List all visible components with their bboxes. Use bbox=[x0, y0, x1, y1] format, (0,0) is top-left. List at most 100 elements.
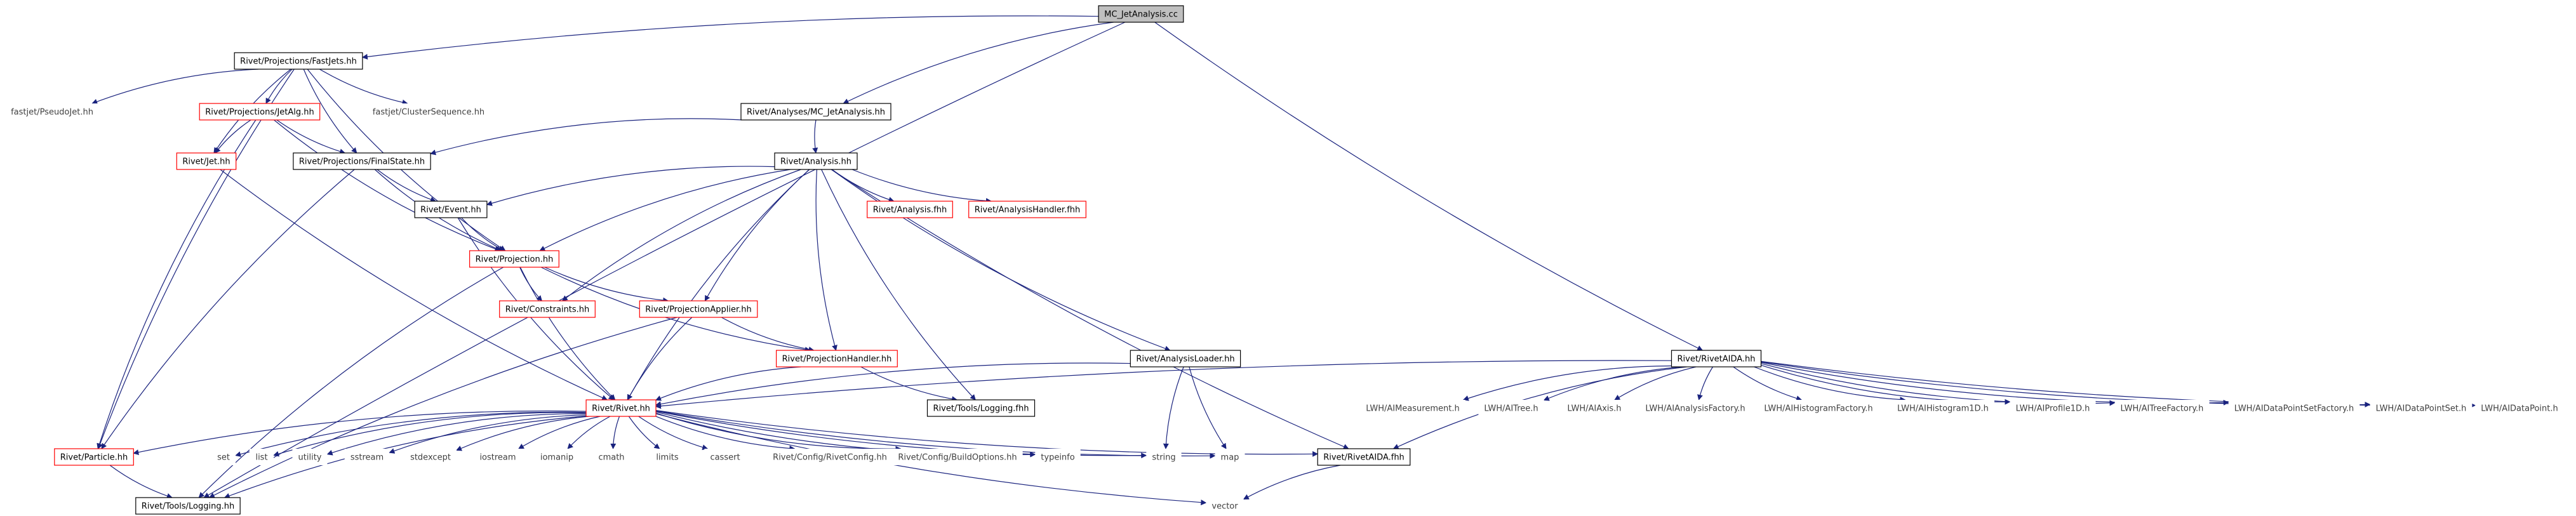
node-rivetaida_fhh[interactable]: Rivet/RivetAIDA.fhh bbox=[1317, 448, 1411, 466]
node-box bbox=[5, 103, 99, 120]
node-label: Rivet/Projection.hh bbox=[476, 255, 554, 265]
node-box bbox=[1561, 400, 1627, 416]
node-rivetjet[interactable]: Rivet/Jet.hh bbox=[176, 152, 237, 170]
node-projapplier[interactable]: Rivet/ProjectionApplier.hh bbox=[639, 300, 758, 318]
node-event[interactable]: Rivet/Event.hh bbox=[414, 201, 488, 218]
edge-particle-to-logging_hh bbox=[109, 465, 173, 499]
node-loader[interactable]: Rivet/AnalysisLoader.hh bbox=[1130, 350, 1241, 367]
node-finalstate[interactable]: Rivet/Projections/FinalState.hh bbox=[293, 152, 431, 170]
edge-analysis-to-rivet_hh bbox=[627, 169, 810, 400]
node-box bbox=[1035, 449, 1081, 465]
node-label: Rivet/RivetAIDA.hh bbox=[1677, 355, 1755, 364]
node-label: LWH/AIAnalysisFactory.h bbox=[1645, 404, 1745, 414]
node-projection[interactable]: Rivet/Projection.hh bbox=[469, 250, 559, 268]
edge-projhandler-to-rivet_hh bbox=[655, 366, 801, 401]
node-box bbox=[1360, 400, 1465, 416]
node-label: Rivet/Tools/Logging.fhh bbox=[933, 404, 1029, 414]
edge-finalstate-to-particle bbox=[101, 169, 355, 449]
node-particle[interactable]: Rivet/Particle.hh bbox=[54, 448, 134, 466]
node-handler_fhh[interactable]: Rivet/AnalysisHandler.fhh bbox=[968, 201, 1086, 218]
node-fastjets[interactable]: Rivet/Projections/FastJets.hh bbox=[234, 52, 363, 70]
node-box bbox=[250, 449, 274, 465]
nodes-layer: MC_JetAnalysis.ccRivet/Projections/FastJ… bbox=[5, 5, 2564, 515]
edge-rivet_hh-to-particle bbox=[133, 410, 587, 455]
node-label: Rivet/Constraints.hh bbox=[505, 305, 590, 315]
node-label: Rivet/Projections/FastJets.hh bbox=[240, 57, 357, 67]
node-label: iomanip bbox=[540, 453, 573, 463]
node-lwh_dps: LWH/AIDataPointSet.h bbox=[2370, 400, 2473, 416]
edge-projection-to-rivet_hh bbox=[519, 267, 616, 400]
node-jetalg[interactable]: Rivet/Projections/JetAlg.hh bbox=[199, 103, 321, 121]
edge-projection-to-projapplier bbox=[544, 267, 669, 303]
node-iomanip: iomanip bbox=[534, 449, 580, 465]
edge-rivetaida_hh-to-rivet_hh bbox=[655, 360, 1672, 409]
node-label: stdexcept bbox=[410, 453, 451, 463]
node-box bbox=[892, 449, 1023, 465]
node-label: LWH/AIDataPointSet.h bbox=[2376, 404, 2467, 414]
node-box bbox=[176, 152, 237, 170]
edge-loader-to-string bbox=[1163, 366, 1184, 449]
node-lwh_histfac: LWH/AIHistogramFactory.h bbox=[1758, 400, 1879, 416]
edge-rivetaida_hh-to-rivetaida_fhh bbox=[1392, 366, 1687, 449]
node-label: LWH/AIDataPoint.h bbox=[2481, 404, 2558, 414]
node-map: map bbox=[1215, 449, 1245, 465]
node-lwh_dpsfac: LWH/AIDataPointSetFactory.h bbox=[2228, 400, 2360, 416]
node-iostream: iostream bbox=[474, 449, 522, 465]
node-label: Rivet/Projections/FinalState.hh bbox=[299, 157, 425, 167]
node-label: LWH/AITreeFactory.h bbox=[2121, 404, 2204, 414]
edge-analysis-to-logging_fhh bbox=[821, 169, 976, 400]
node-logging_hh[interactable]: Rivet/Tools/Logging.hh bbox=[135, 497, 241, 515]
node-clusterseq: fastjet/ClusterSequence.hh bbox=[366, 103, 491, 120]
node-box bbox=[2370, 400, 2473, 416]
edge-jetalg-to-finalstate bbox=[276, 119, 346, 154]
node-rivet_hh[interactable]: Rivet/Rivet.hh bbox=[585, 399, 657, 417]
edge-fastjets-to-clusterseq bbox=[319, 69, 408, 105]
edge-analyses_mc-to-analysis bbox=[812, 119, 818, 154]
node-box bbox=[404, 449, 457, 465]
node-label: Rivet/Config/RivetConfig.hh bbox=[773, 453, 887, 463]
node-projhandler[interactable]: Rivet/ProjectionHandler.hh bbox=[775, 350, 898, 367]
node-analysis[interactable]: Rivet/Analysis.hh bbox=[774, 152, 858, 170]
node-set: set bbox=[211, 449, 236, 465]
node-label: MC_JetAnalysis.cc bbox=[1104, 10, 1178, 20]
node-box bbox=[54, 448, 134, 466]
node-label: iostream bbox=[479, 453, 516, 463]
edge-finalstate-to-event bbox=[377, 169, 436, 202]
node-lwh_tree: LWH/AITree.h bbox=[1478, 400, 1544, 416]
node-label: fastjet/ClusterSequence.hh bbox=[373, 108, 484, 117]
node-limits: limits bbox=[650, 449, 684, 465]
edge-mc_jet-to-logging_hh bbox=[203, 22, 1126, 498]
edge-rivetjet-to-rivet_hh bbox=[220, 169, 608, 400]
node-mc_jet[interactable]: MC_JetAnalysis.cc bbox=[1098, 5, 1184, 23]
edge-mc_jet-to-fastjets bbox=[361, 15, 1099, 60]
node-box bbox=[1671, 350, 1762, 367]
node-buildopts: Rivet/Config/BuildOptions.hh bbox=[892, 449, 1023, 465]
node-box bbox=[767, 449, 893, 465]
edge-rivetaida_hh-to-lwh_meas bbox=[1462, 365, 1672, 401]
node-logging_fhh[interactable]: Rivet/Tools/Logging.fhh bbox=[926, 399, 1036, 417]
edge-rivetaida_hh-to-lwh_p1d bbox=[1761, 364, 2011, 405]
edge-event-to-projection bbox=[461, 217, 505, 251]
edge-rivet_hh-to-map bbox=[655, 410, 1216, 459]
edge-rivet_hh-to-set bbox=[235, 411, 587, 457]
edge-analysis-to-loader bbox=[831, 169, 1171, 352]
edge-projapplier-to-rivet_hh bbox=[627, 317, 693, 400]
node-label: Rivet/ProjectionHandler.hh bbox=[782, 355, 892, 364]
node-lwh_dp: LWH/AIDataPoint.h bbox=[2475, 400, 2564, 416]
node-rivetaida_hh[interactable]: Rivet/RivetAIDA.hh bbox=[1671, 350, 1762, 367]
node-constraints[interactable]: Rivet/Constraints.hh bbox=[499, 300, 596, 318]
edge-rivet_hh-to-logging_hh bbox=[224, 415, 587, 499]
node-cassert: cassert bbox=[704, 449, 746, 465]
node-label: map bbox=[1221, 453, 1239, 463]
node-lwh_p1d: LWH/AIProfile1D.h bbox=[2010, 400, 2096, 416]
node-label: Rivet/Rivet.hh bbox=[592, 404, 650, 414]
edge-rivet_hh-to-iostream bbox=[518, 416, 601, 449]
node-box bbox=[2228, 400, 2360, 416]
node-analysis_fhh[interactable]: Rivet/Analysis.fhh bbox=[867, 201, 953, 218]
node-label: limits bbox=[656, 453, 679, 463]
node-box bbox=[1478, 400, 1544, 416]
node-box bbox=[968, 201, 1086, 218]
node-box bbox=[775, 350, 898, 367]
node-label: LWH/AIMeasurement.h bbox=[1366, 404, 1459, 414]
node-analyses_mc[interactable]: Rivet/Analyses/MC_JetAnalysis.hh bbox=[740, 103, 891, 121]
